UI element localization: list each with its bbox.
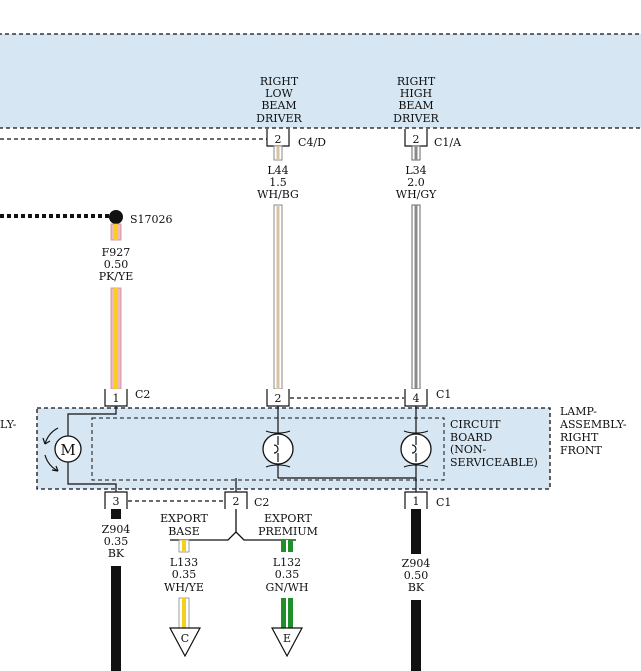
lamp-name-2: ASSEMBLY- xyxy=(559,418,627,431)
splice-label: S17026 xyxy=(130,213,173,226)
high-beam-label-4: DRIVER xyxy=(393,112,439,125)
lamp-pin-f927-number: 1 xyxy=(113,392,120,405)
high-beam-pin-number: 2 xyxy=(413,133,420,146)
f927-circuit: F927 xyxy=(102,246,131,259)
l34-size: 2.0 xyxy=(407,176,425,189)
circuit-board-label-3: (NON- xyxy=(450,443,487,456)
connector-c-triangle xyxy=(168,627,202,658)
low-beam-connector-label: C4/D xyxy=(298,136,326,149)
export-split-lines xyxy=(170,509,296,541)
lamp-pin-low-number: 2 xyxy=(275,392,282,405)
z904-left-color: BK xyxy=(108,547,125,560)
low-beam-pin-number: 2 xyxy=(275,133,282,146)
l133-circuit: L133 xyxy=(170,556,198,569)
z904-left-stub xyxy=(111,509,121,519)
export-base-label-1: EXPORT xyxy=(160,512,208,525)
motor-ground-line xyxy=(67,462,117,492)
circuit-board-label-4: SERVICEABLE) xyxy=(450,456,538,469)
z904-right-circuit: Z904 xyxy=(402,557,431,570)
lamp-pin-z904-left xyxy=(104,491,128,509)
lamp-c1-top-label: C1 xyxy=(436,388,451,401)
l44-circuit: L44 xyxy=(267,164,288,177)
lamp-name-4: FRONT xyxy=(560,444,603,457)
lamp-pin-z904-right-number: 1 xyxy=(413,495,420,508)
l132-color: GN/WH xyxy=(265,581,308,594)
z904-right-wire xyxy=(411,600,421,671)
circuit-board-label-2: BOARD xyxy=(450,431,493,444)
z904-left-wire xyxy=(111,566,121,671)
l34-circuit: L34 xyxy=(405,164,426,177)
high-beam-label-1: RIGHT xyxy=(397,75,436,88)
motor-feed-line xyxy=(67,406,117,436)
connector-e-label: E xyxy=(283,632,291,645)
wire-l132 xyxy=(281,540,293,628)
lamp-name-1: LAMP- xyxy=(560,405,597,418)
lamp-pin-export-number: 2 xyxy=(233,495,240,508)
lamp-pin-z904-right xyxy=(404,491,428,509)
circuit-board-box xyxy=(91,417,445,481)
high-beam-connector-label: C1/A xyxy=(434,136,462,149)
z904-right-stub xyxy=(411,509,421,554)
export-base-label-2: BASE xyxy=(168,525,200,538)
l133-color: WH/YE xyxy=(164,581,204,594)
motor-symbol xyxy=(42,427,82,472)
lamp-pin-export xyxy=(224,491,248,509)
z904-right-color: BK xyxy=(408,581,425,594)
l34-color: WH/GY xyxy=(396,188,437,201)
lamp-pin-high-number: 4 xyxy=(413,392,420,405)
lamp-name-3: RIGHT xyxy=(560,431,599,444)
low-beam-label-3: BEAM xyxy=(261,99,296,112)
wire-l44 xyxy=(273,145,283,390)
high-beam-label-3: BEAM xyxy=(398,99,433,112)
export-premium-label-2: PREMIUM xyxy=(258,525,318,538)
lamp-c1-bottom-label: C1 xyxy=(436,496,451,509)
lamp-pin-z904-left-number: 3 xyxy=(113,495,120,508)
low-beam-label-2: LOW xyxy=(265,87,293,100)
connector-c-label: C xyxy=(181,632,189,645)
lamp-c2-top-label: C2 xyxy=(135,388,150,401)
low-beam-bulb-symbol xyxy=(262,406,294,478)
z904-left-circuit: Z904 xyxy=(102,523,131,536)
l44-color: WH/BG xyxy=(257,188,299,201)
high-beam-label-2: HIGH xyxy=(400,87,432,100)
low-beam-label-1: RIGHT xyxy=(260,75,299,88)
l132-circuit: L132 xyxy=(273,556,301,569)
l44-size: 1.5 xyxy=(269,176,287,189)
motor-letter: M xyxy=(60,441,75,459)
left-lamp-name-cut: LY- xyxy=(0,418,17,431)
f927-color: PK/YE xyxy=(99,270,134,283)
z904-left-size: 0.35 xyxy=(104,535,129,548)
l132-size: 0.35 xyxy=(275,568,300,581)
wire-f927 xyxy=(110,223,122,390)
z904-right-size: 0.50 xyxy=(404,569,429,582)
module-box xyxy=(0,33,641,129)
wire-l34 xyxy=(411,145,421,390)
l133-size: 0.35 xyxy=(172,568,197,581)
lamp-c2-bottom-label: C2 xyxy=(254,496,269,509)
export-premium-label-1: EXPORT xyxy=(264,512,312,525)
low-beam-label-4: DRIVER xyxy=(256,112,302,125)
splice-dot xyxy=(109,210,123,224)
high-beam-bulb-symbol xyxy=(400,406,432,492)
connector-e-triangle xyxy=(270,627,304,658)
circuit-board-label-1: CIRCUIT xyxy=(450,418,501,431)
f927-size: 0.50 xyxy=(104,258,129,271)
